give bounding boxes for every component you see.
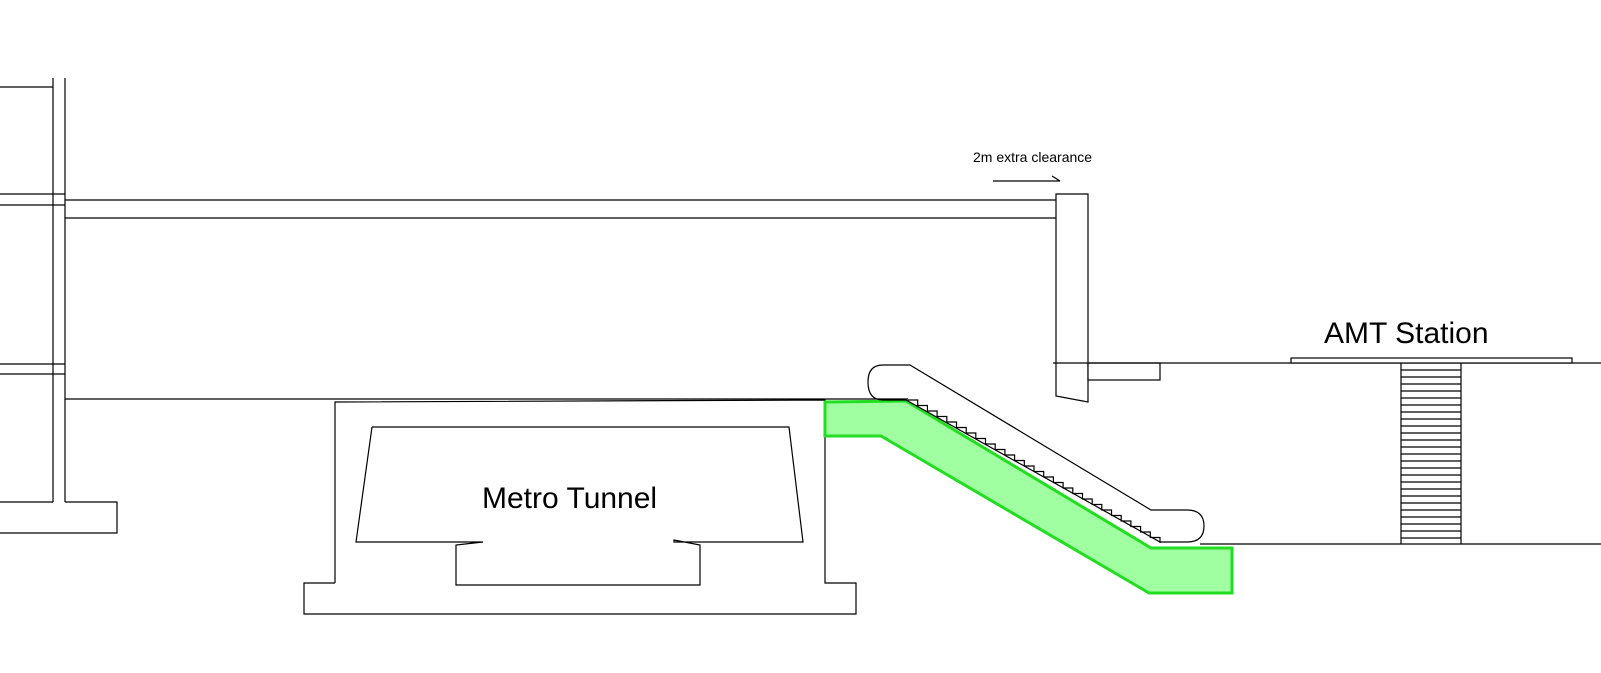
clearance-arrow-icon bbox=[993, 175, 1061, 182]
highlighted-ramp bbox=[823, 399, 1234, 595]
metro-tunnel-label: Metro Tunnel bbox=[482, 482, 657, 515]
amt-station-label: AMT Station bbox=[1324, 317, 1489, 350]
escalator bbox=[867, 364, 1205, 543]
metro-tunnel bbox=[303, 399, 857, 615]
clearance-label: 2m extra clearance bbox=[973, 149, 1092, 165]
clearance-wall bbox=[1055, 193, 1089, 403]
left-building bbox=[0, 78, 118, 534]
wall-footing bbox=[1087, 362, 1161, 381]
amt-stair-shaft bbox=[1400, 363, 1462, 544]
amt-platform bbox=[1290, 357, 1573, 364]
upper-slab bbox=[65, 199, 1057, 219]
